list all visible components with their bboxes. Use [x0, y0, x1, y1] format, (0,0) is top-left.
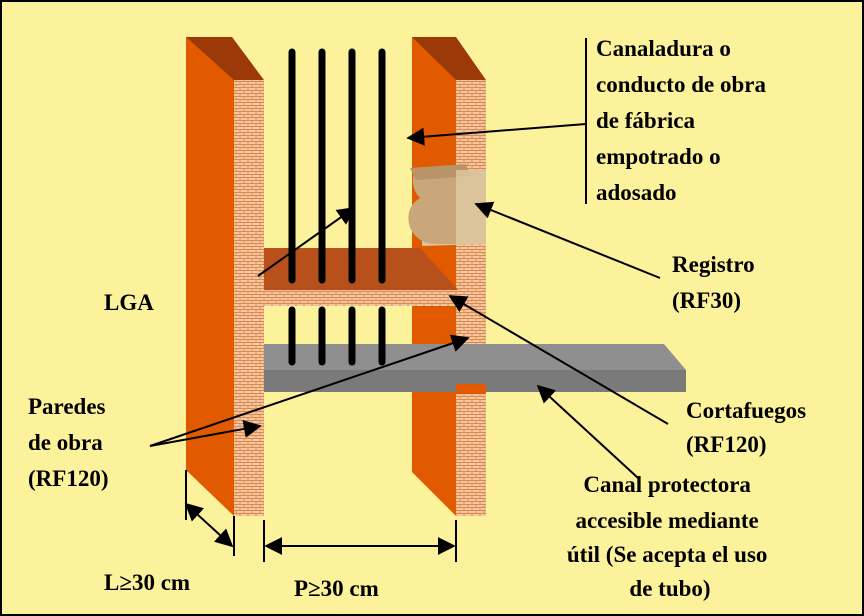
canal-top [264, 344, 686, 370]
left-wall-front [186, 37, 234, 516]
cortafuegos-front [264, 290, 456, 306]
paredes-label: Paredes de obra (RF120) [28, 394, 111, 491]
cortafuegos-arrow [448, 295, 669, 425]
paredes-line-2: de obra [28, 430, 103, 455]
canal-line-3: útil (Se acepta el uso [567, 542, 768, 567]
registro-line-2: (RF30) [672, 288, 741, 313]
paredes-line-3: (RF120) [28, 466, 108, 491]
canaladura-line-5: adosado [596, 180, 677, 205]
canal-label: Canal protectora accesible mediante útil… [567, 472, 773, 601]
dimension-p [263, 520, 457, 562]
leader-lines [149, 123, 669, 479]
paredes-line-1: Paredes [28, 394, 106, 419]
lga-conductors [288, 48, 386, 366]
left-wall [186, 37, 264, 516]
canaladura-label: Canaladura o conducto de obra de fábrica… [596, 36, 772, 205]
cortafuegos-label: Cortafuegos (RF120) [686, 398, 812, 457]
registro-arrow [474, 201, 661, 279]
paredes-arrow-left [149, 420, 262, 447]
canaladura-arrow [406, 123, 587, 146]
canaladura-line-4: empotrado o [596, 144, 721, 169]
cortafuegos-line-1: Cortafuegos [686, 398, 806, 423]
canal-arrow [536, 384, 639, 479]
registro-box [408, 164, 486, 246]
right-wall-brick-face-lower [456, 394, 486, 516]
l-dimension-label: L≥30 cm [104, 570, 190, 595]
canaladura-line-2: conducto de obra [596, 72, 766, 97]
cortafuegos-slab [264, 248, 458, 306]
canal-front [264, 370, 686, 392]
dimension-l [184, 470, 235, 556]
registro-line-1: Registro [672, 252, 755, 277]
canal-line-2: accesible mediante [575, 508, 758, 533]
p-dimension-label: P≥30 cm [294, 576, 379, 601]
canaladura-line-3: de fábrica [596, 108, 696, 133]
canal-line-1: Canal protectora [583, 472, 751, 497]
cortafuegos-top [264, 248, 458, 290]
lga-label: LGA [104, 290, 154, 315]
paredes-arrow-right [149, 334, 470, 447]
registro-label: Registro (RF30) [672, 252, 760, 313]
canal-protectora [264, 344, 686, 394]
canal-line-4: de tubo) [629, 576, 710, 601]
left-wall-brick-face [234, 80, 264, 516]
lga-arrow [257, 206, 356, 277]
canaladura-line-1: Canaladura o [596, 36, 731, 61]
cortafuegos-line-2: (RF120) [686, 432, 766, 457]
